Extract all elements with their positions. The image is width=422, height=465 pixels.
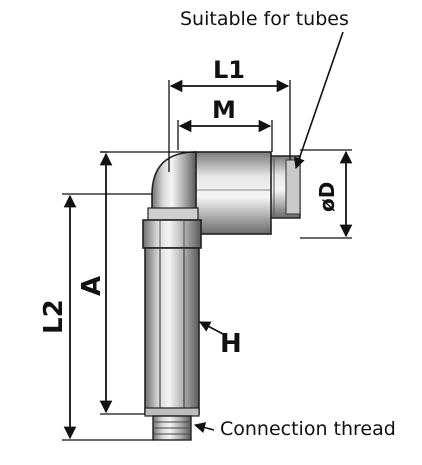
dim-l1-label: L1 <box>213 56 245 84</box>
long-hex-body <box>144 247 200 417</box>
dim-a-label: A <box>77 276 107 296</box>
dim-m-label: M <box>212 96 236 124</box>
dimension-arrows <box>63 79 353 440</box>
suitable-for-tubes-label: Suitable for tubes <box>180 8 349 30</box>
leader-lines <box>193 31 344 433</box>
tube-insert <box>269 155 301 219</box>
connection-thread-label: Connection thread <box>220 418 396 440</box>
hex-nut <box>142 219 202 249</box>
dim-h-label: H <box>220 329 242 359</box>
elbow-swivel <box>147 151 199 221</box>
connection-thread-stub <box>152 415 192 441</box>
dim-l2-label: L2 <box>39 299 69 334</box>
horizontal-body <box>194 151 272 235</box>
extension-lines <box>62 80 352 441</box>
dim-d-label: øD <box>315 182 339 212</box>
